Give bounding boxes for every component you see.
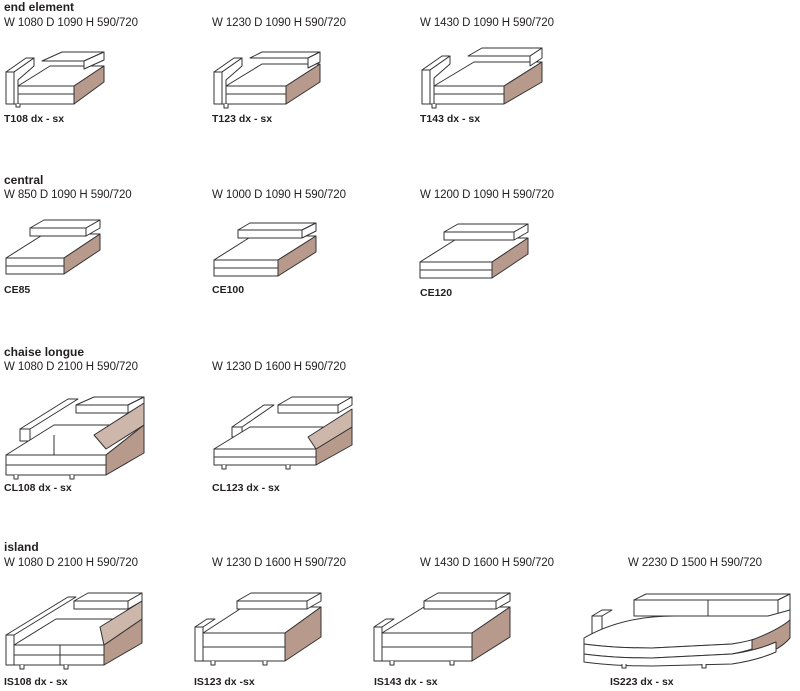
sofa-drawing-t108 [5,51,105,108]
product-code: CE85 [4,284,31,296]
product-is143: W 1430 D 1600 H 590/720 [420,557,610,570]
category-heading-island: island [4,540,39,554]
product-code: IS123 dx -sx [194,676,255,688]
product-cl123: W 1230 D 1600 H 590/720 [212,361,402,374]
product-ce120: W 1200 D 1090 H 590/720 [420,189,610,202]
product-code: CL108 dx - sx [4,482,72,494]
product-code: T108 dx - sx [4,113,65,125]
product-code: T123 dx - sx [212,113,273,125]
dimensions-label: W 850 D 1090 H 590/720 [4,189,132,201]
product-cl108: W 1080 D 2100 H 590/720 [4,361,194,374]
sofa-drawing-ce85 [5,219,101,275]
product-ce85: W 850 D 1090 H 590/720 [4,189,194,202]
product-is108: W 1080 D 2100 H 590/720 [4,557,194,570]
sofa-drawing-t123 [213,51,321,109]
dimensions-label: W 1230 D 1600 H 590/720 [212,557,346,569]
dimensions-label: W 1080 D 1090 H 590/720 [4,17,138,29]
sofa-drawing-t143 [421,47,543,109]
product-code: IS223 dx - sx [610,676,674,688]
product-is223: W 2230 D 1500 H 590/720 [628,557,800,570]
dimensions-label: W 1230 D 1090 H 590/720 [212,17,346,29]
product-t108: W 1080 D 1090 H 590/720 [4,17,194,30]
category-heading-central: central [4,173,44,187]
product-code: CL123 dx - sx [212,482,280,494]
product-code: IS108 dx - sx [4,676,68,688]
category-heading-end-element: end element [4,0,75,14]
dimensions-label: W 1080 D 2100 H 590/720 [4,361,138,373]
dimensions-label: W 1080 D 2100 H 590/720 [4,557,138,569]
category-heading-chaise-longue: chaise longue [4,345,85,359]
sofa-drawing-cl108 [5,396,145,480]
dimensions-label: W 1430 D 1600 H 590/720 [420,557,554,569]
product-code: IS143 dx - sx [374,676,438,688]
product-code: CE100 [212,284,245,296]
product-code: CE120 [420,287,453,299]
product-t143: W 1430 D 1090 H 590/720 [420,17,610,30]
sofa-drawing-ce120 [419,223,529,279]
sofa-drawing-cl123 [213,396,353,470]
product-code: T143 dx - sx [420,113,481,125]
dimensions-label: W 1430 D 1090 H 590/720 [420,17,554,29]
sofa-drawing-is223 [583,593,791,669]
sofa-drawing-ce100 [213,222,317,277]
product-t123: W 1230 D 1090 H 590/720 [212,17,402,30]
product-ce100: W 1000 D 1090 H 590/720 [212,189,402,202]
dimensions-label: W 1230 D 1600 H 590/720 [212,361,346,373]
product-is123: W 1230 D 1600 H 590/720 [212,557,402,570]
sofa-drawing-is108 [5,592,143,670]
dimensions-label: W 2230 D 1500 H 590/720 [628,557,762,569]
sofa-drawing-is123 [194,592,322,666]
sofa-drawing-is143 [373,592,511,666]
dimensions-label: W 1000 D 1090 H 590/720 [212,189,346,201]
dimensions-label: W 1200 D 1090 H 590/720 [420,189,554,201]
